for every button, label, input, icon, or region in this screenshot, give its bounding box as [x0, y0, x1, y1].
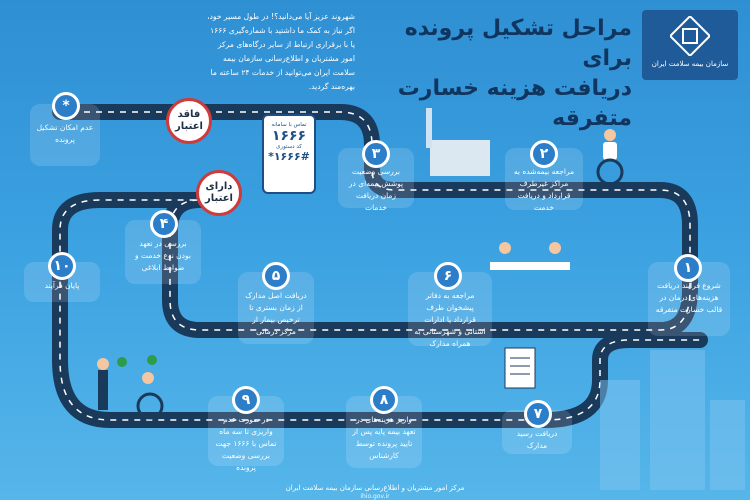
road-lane	[59, 111, 700, 421]
step-badge-10: ۱۰	[48, 252, 76, 280]
step-badge-3: ۳	[362, 140, 390, 168]
footer-text: مرکز امور مشتریان و اطلاع‌رسانی سازمان ب…	[285, 484, 465, 492]
step-text: مراجعه به دفاتر پیشخوان طرف قرارداد یا ا…	[414, 291, 486, 348]
step-badge-1: ۱	[674, 254, 702, 282]
step-text: بررسی وضعیت پوشش بیمه‌ای در زمان دریافت …	[348, 167, 404, 212]
organization-logo: سازمان بیمه سلامت ایران	[642, 10, 738, 80]
phone-graphic: تماس با سامانه ۱۶۶۶ کد دستوری *۱۶۶۶#	[262, 114, 316, 194]
logo-text: سازمان بیمه سلامت ایران	[651, 60, 729, 68]
step-text: بررسی در تعهد بودن نوع خدمت و ضوابط ابلا…	[135, 239, 191, 272]
payment-scene-icon	[97, 355, 164, 420]
step-badge-star: *	[52, 92, 80, 120]
phone-code: *۱۶۶۶#	[268, 150, 310, 163]
building-shape	[710, 400, 745, 490]
step-text: دریافت اصل مدارک از زمان بستری تا ترخیص …	[245, 291, 307, 336]
title-line-2: دریافت هزینه خسارت متفرقه	[397, 76, 632, 131]
step-badge-4: ۴	[150, 210, 178, 238]
step-badge-8: ۸	[370, 386, 398, 414]
title-line-1: مراحل تشکیل پرونده برای	[404, 16, 632, 71]
page-title: مراحل تشکیل پرونده برای دریافت هزینه خسا…	[352, 14, 632, 134]
reception-desk-icon	[426, 108, 490, 176]
step-badge-5: ۵	[262, 262, 290, 290]
step-text: دریافت رسید مدارک	[516, 429, 558, 450]
step-badge-6: ۶	[434, 262, 462, 290]
invalid-stamp: فاقد اعتبار	[166, 98, 212, 144]
step-text: شروع فرآیند دریافت هزینه‌های درمان در قا…	[655, 281, 723, 314]
document-receipt-icon	[504, 347, 536, 389]
phone-number: ۱۶۶۶	[271, 128, 307, 144]
step-card-9: در صورت عدم واریزی تا سه ماه تماس با ۱۶۶…	[208, 396, 284, 472]
step-text: واریز هزینه‌های در تعهد بیمه پایه پس از …	[352, 415, 416, 460]
phone-label: تماس با سامانه	[271, 122, 307, 128]
step-text: در صورت عدم واریزی تا سه ماه تماس با ۱۶۶…	[215, 415, 277, 472]
step-text: پایان فرآیند	[44, 281, 80, 290]
step-badge-9: ۹	[232, 386, 260, 414]
valid-stamp: دارای اعتبار	[196, 170, 242, 216]
footer-site: ihio.gov.ir	[360, 493, 390, 500]
wheelchair-person-icon	[596, 129, 624, 186]
header: سازمان بیمه سلامت ایران مراحل تشکیل پرون…	[0, 0, 750, 131]
step-text: مراجعه بیمه‌شده به مراکز غیرطرف قرارداد …	[513, 167, 575, 212]
building-shape	[600, 380, 640, 490]
intro-text: شهروند عزیز آیا می‌دانید؟! در طول مسیر خ…	[207, 12, 355, 91]
meeting-table-icon	[490, 242, 570, 270]
step-badge-7: ۷	[524, 400, 552, 428]
logo-icon	[670, 16, 710, 56]
step-text: عدم امکان تشکیل پرونده	[36, 123, 94, 144]
building-shape	[650, 350, 705, 490]
step-badge-2: ۲	[530, 140, 558, 168]
phone-code-label: کد دستوری	[276, 144, 302, 150]
